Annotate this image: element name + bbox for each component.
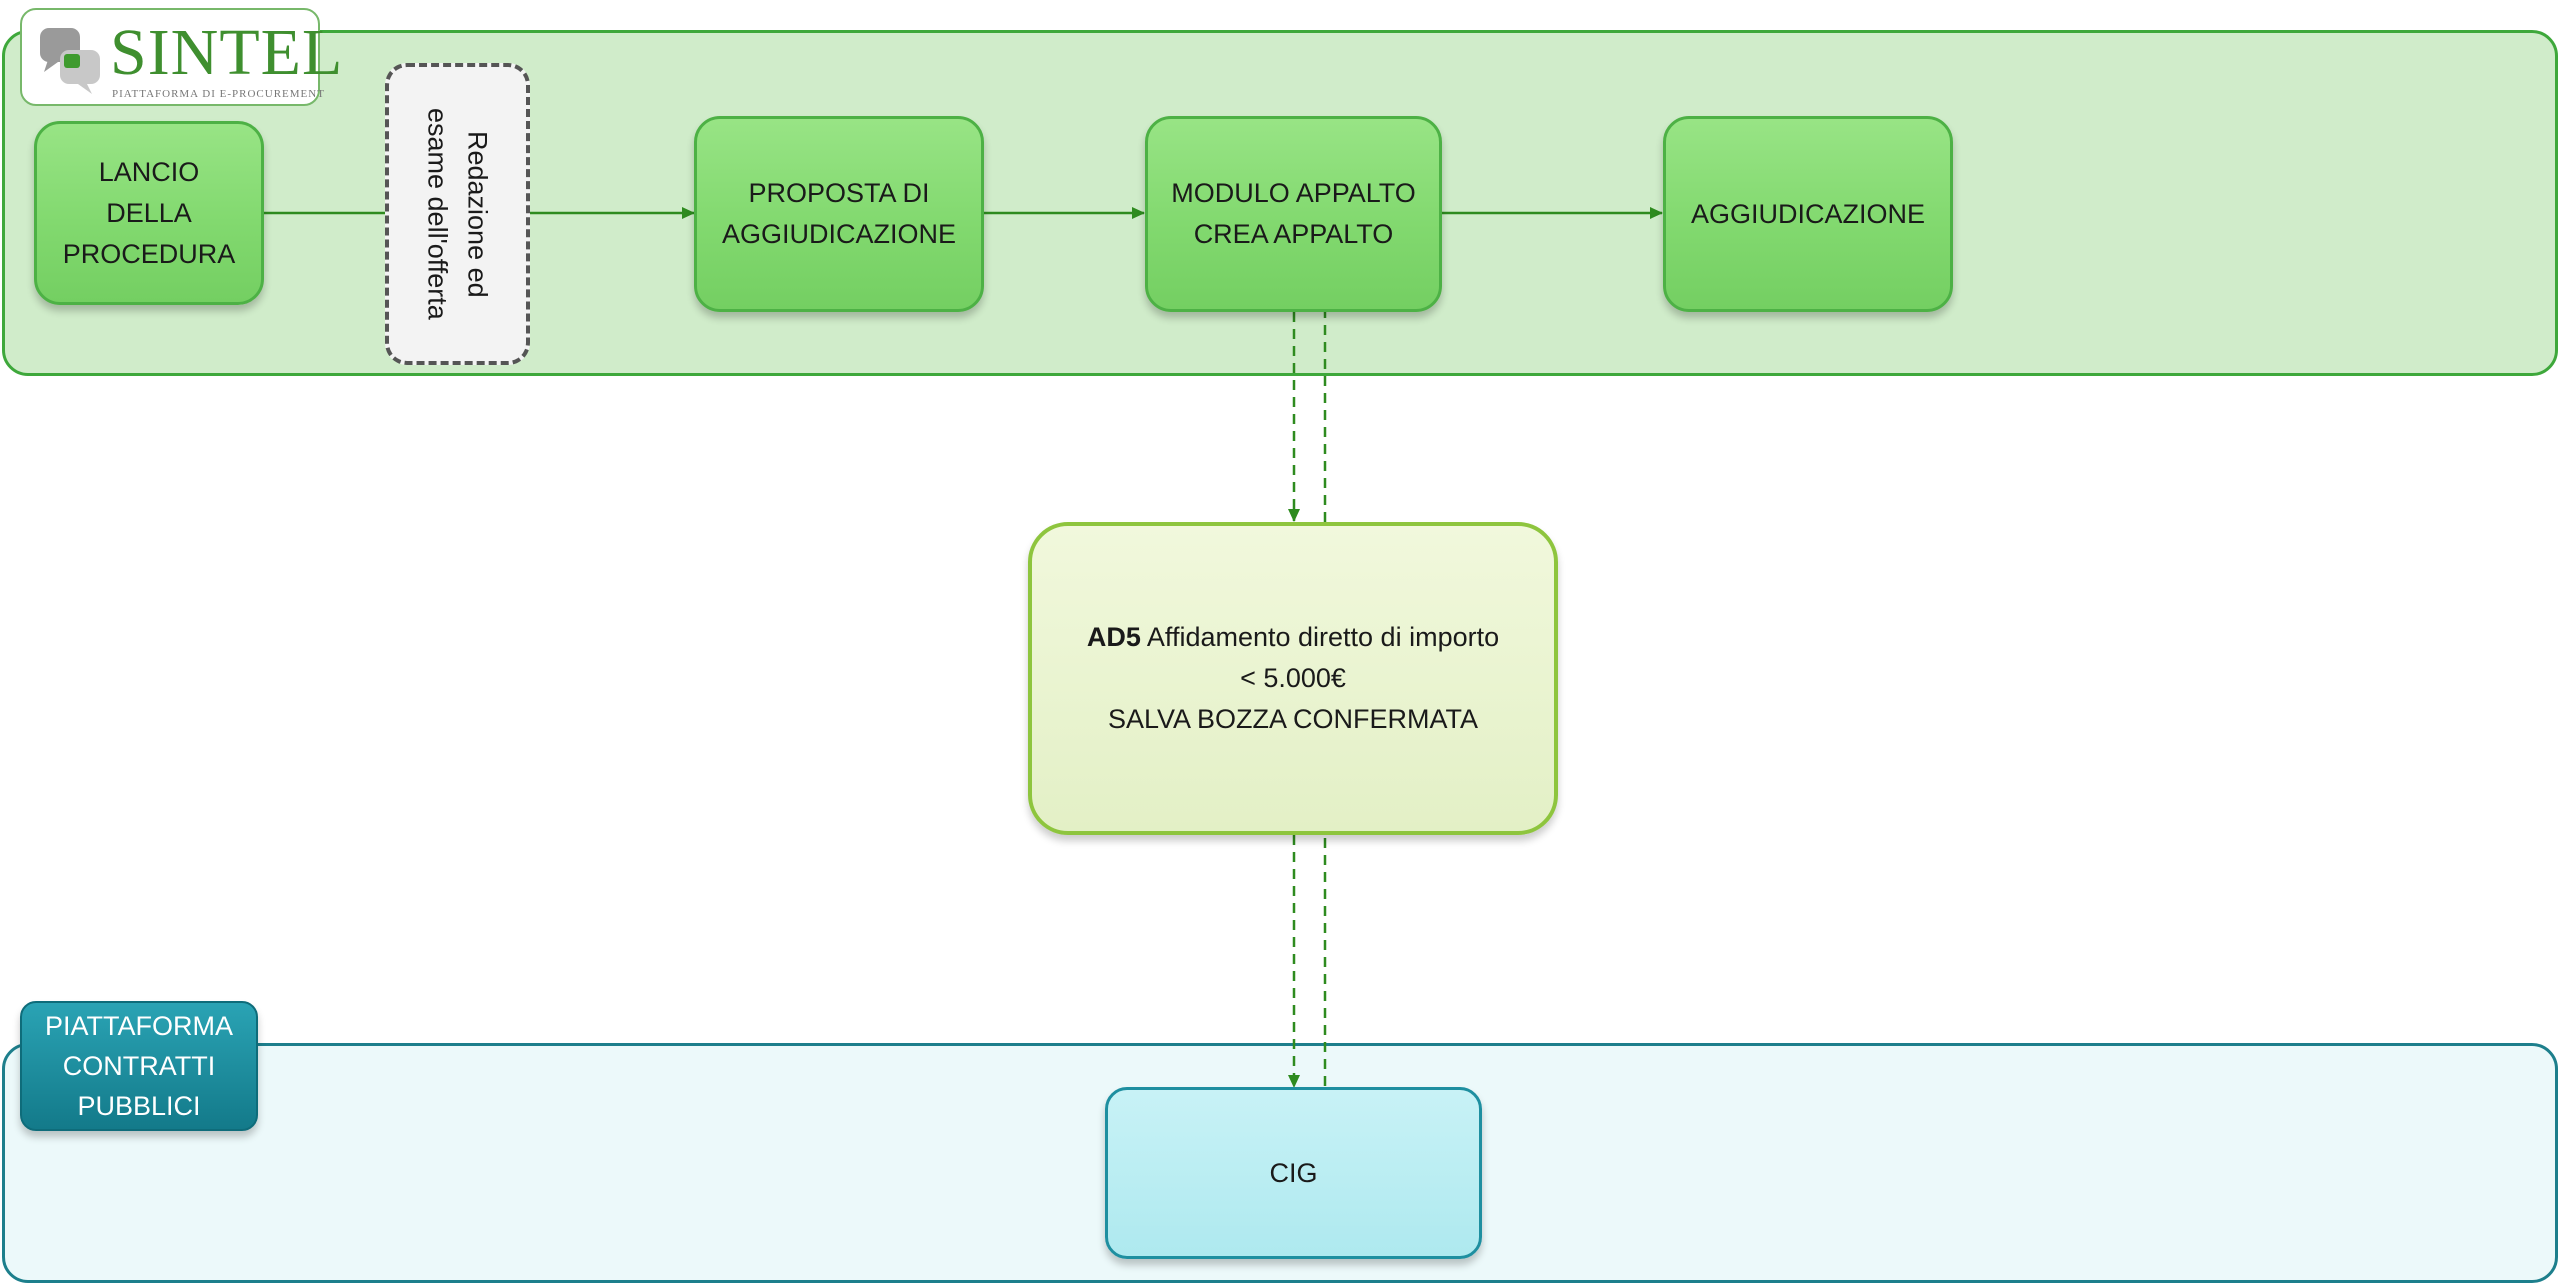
logo-subtitle: PIATTAFORMA DI E-PROCUREMENT: [112, 88, 325, 100]
step-aggiudicazione[interactable]: AGGIUDICAZIONE: [1663, 116, 1953, 312]
ad5-text: AD5 Affidamento diretto di importo < 5.0…: [1087, 617, 1499, 740]
ad5-code: AD5: [1086, 622, 1141, 652]
ad5-amount: < 5.000€: [1240, 663, 1346, 693]
ad5-action: SALVA BOZZA CONFERMATA: [1107, 704, 1479, 734]
speech-bubbles-icon: [40, 28, 100, 94]
step-lancio-procedura[interactable]: LANCIO DELLA PROCEDURA: [34, 121, 264, 305]
cig-box[interactable]: CIG: [1105, 1087, 1482, 1259]
step-label-vertical: Redazione ed esame dell'offerta: [422, 108, 493, 320]
step-proposta-aggiudicazione[interactable]: PROPOSTA DI AGGIUDICAZIONE: [694, 116, 984, 312]
step-label: MODULO APPALTO CREA APPALTO: [1171, 178, 1416, 249]
sintel-logo: SINTEL PIATTAFORMA DI E-PROCUREMENT: [20, 8, 342, 106]
ad5-line-1: AD5 Affidamento diretto di importo: [1087, 617, 1499, 658]
step-label: PROPOSTA DI AGGIUDICAZIONE: [721, 178, 957, 249]
piattaforma-contratti-pubblici-label: PIATTAFORMA CONTRATTI PUBBLICI: [20, 1001, 258, 1131]
cig-label: CIG: [1269, 1157, 1318, 1188]
logo-name: SINTEL: [110, 16, 344, 89]
step-label: LANCIO DELLA PROCEDURA: [62, 156, 236, 269]
step-modulo-appalto[interactable]: MODULO APPALTO CREA APPALTO: [1145, 116, 1442, 312]
ad5-description: Affidamento diretto di importo: [1140, 622, 1500, 652]
ad5-affidamento-box[interactable]: AD5 Affidamento diretto di importo < 5.0…: [1028, 522, 1558, 835]
lane-label: PIATTAFORMA CONTRATTI PUBBLICI: [45, 1011, 233, 1121]
step-label: AGGIUDICAZIONE: [1690, 198, 1926, 229]
step-redazione-offerta[interactable]: Redazione ed esame dell'offerta: [385, 63, 530, 365]
